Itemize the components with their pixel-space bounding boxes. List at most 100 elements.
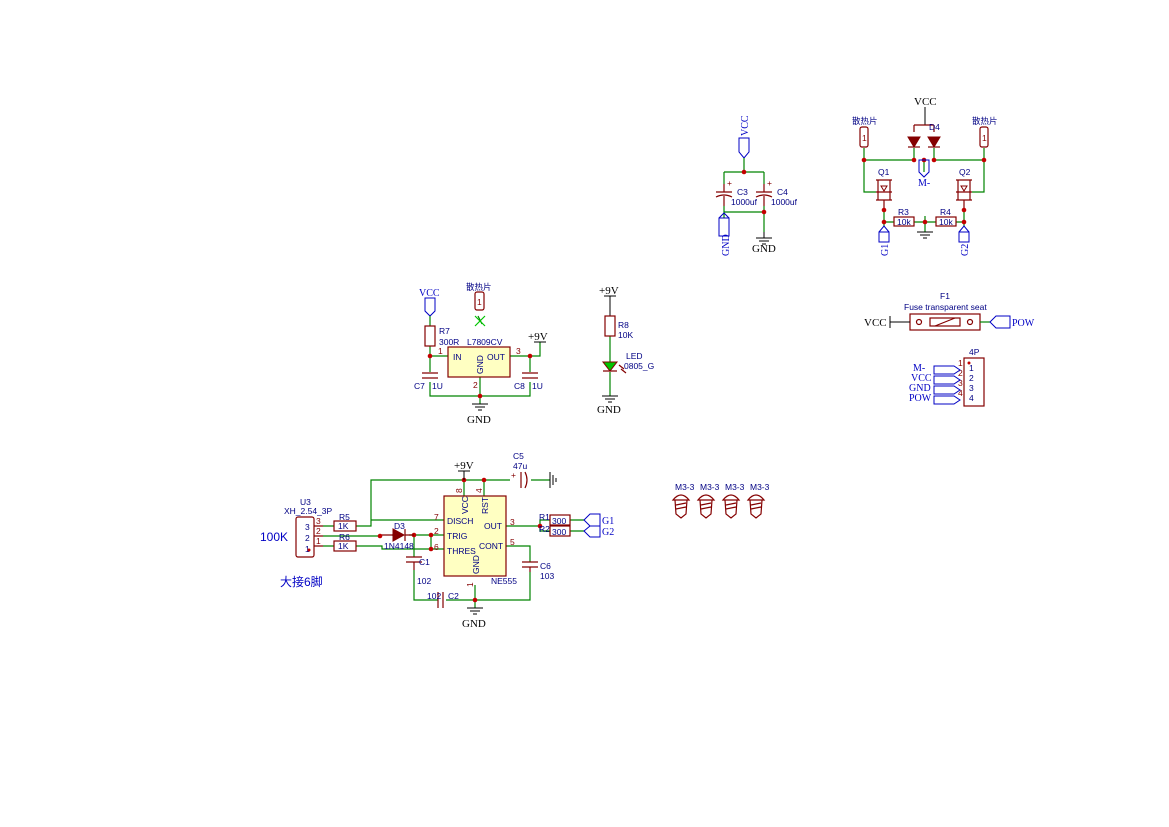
svg-text:OUT: OUT (484, 521, 502, 531)
svg-text:1U: 1U (432, 381, 443, 391)
svg-text:10k: 10k (939, 217, 953, 227)
screw-icon: M3-3 (746, 482, 770, 519)
svg-text:散热片: 散热片 (972, 116, 998, 126)
svg-text:M3-3: M3-3 (750, 482, 770, 492)
svg-text:R7: R7 (439, 326, 450, 336)
svg-text:GND: GND (475, 355, 485, 374)
svg-text:Q1: Q1 (878, 167, 890, 177)
svg-text:C7: C7 (414, 381, 425, 391)
r7-resistor: R7 300R (424, 325, 459, 347)
timer-block: +9V C5 47u + U3 XH_2.54_3P 3 2 1 3 2 1 1… (260, 451, 614, 630)
svg-text:1K: 1K (338, 521, 349, 531)
heatsink-left: 散热片 1 (852, 116, 878, 148)
svg-text:300: 300 (552, 516, 566, 526)
pot-label: 100K (260, 530, 288, 544)
gnd-power-text: GND (752, 243, 776, 255)
gnd-label-text: GND (721, 234, 732, 256)
svg-text:2: 2 (316, 526, 321, 536)
l7809-ic: L7809CV IN OUT GND 1 3 2 (438, 337, 521, 390)
vcc-label: VCC (419, 288, 440, 299)
u3-connector: U3 XH_2.54_3P 3 2 1 3 2 1 (284, 497, 333, 558)
screw-icon: M3-3 (696, 482, 720, 519)
svg-text:GND: GND (471, 555, 481, 574)
svg-text:2: 2 (958, 368, 963, 378)
svg-text:G1: G1 (602, 516, 614, 527)
c1-capacitor: C1 102 (406, 556, 431, 586)
svg-text:VCC: VCC (911, 373, 932, 384)
r2-resistor: R2 300 (539, 524, 571, 537)
fuse-block: F1 Fuse transparent seat VCC POW (864, 291, 1035, 331)
svg-text:2: 2 (969, 373, 974, 383)
svg-text:1U: 1U (532, 381, 543, 391)
svg-text:Q2: Q2 (959, 167, 971, 177)
svg-text:Fuse transparent seat: Fuse transparent seat (904, 302, 987, 312)
svg-text:F1: F1 (940, 291, 950, 301)
vcc-label-shape (738, 137, 750, 159)
r3-resistor: R3 10k (893, 207, 915, 227)
svg-text:2: 2 (473, 380, 478, 390)
svg-text:1: 1 (982, 133, 987, 143)
svg-text:+: + (767, 178, 772, 188)
led-block: +9V R8 10K LED 0805_G GND (597, 285, 654, 416)
svg-text:3: 3 (958, 378, 963, 388)
c8-capacitor: C8 1U (514, 372, 543, 391)
svg-text:+9V: +9V (599, 285, 619, 297)
svg-text:1: 1 (465, 582, 475, 587)
svg-text:3: 3 (305, 522, 310, 532)
r5-resistor: R5 1K (333, 512, 357, 532)
p9v-text: +9V (528, 331, 548, 343)
svg-text:5: 5 (510, 537, 515, 547)
svg-text:GND: GND (909, 383, 931, 394)
svg-text:+: + (727, 178, 732, 188)
svg-text:10k: 10k (897, 217, 911, 227)
svg-text:3: 3 (510, 517, 515, 527)
svg-text:C1: C1 (419, 557, 430, 567)
svg-text:THRES: THRES (447, 546, 476, 556)
svg-text:300R: 300R (439, 337, 459, 347)
svg-text:NE555: NE555 (491, 576, 517, 586)
svg-text:POW: POW (1012, 318, 1035, 329)
c7-capacitor: C7 1U (414, 372, 443, 391)
svg-text:R1: R1 (539, 512, 550, 522)
svg-text:10K: 10K (618, 330, 633, 340)
svg-text:C3: C3 (737, 187, 748, 197)
h-bridge: VCC D4 散热片 1 散热片 1 M- (852, 96, 998, 256)
heatsink-reg: 散热片 1 (466, 282, 492, 311)
svg-text:1: 1 (316, 536, 321, 546)
svg-text:2: 2 (434, 526, 439, 536)
r6-resistor: R6 1K (333, 532, 357, 552)
svg-text:DISCH: DISCH (447, 516, 473, 526)
screw-icon: M3-3 (721, 482, 745, 519)
svg-text:散热片: 散热片 (852, 116, 878, 126)
svg-text:VCC: VCC (460, 496, 470, 514)
q2-mosfet: Q2 (956, 167, 972, 210)
svg-text:1N4148: 1N4148 (384, 541, 414, 551)
led-diode: LED 0805_G (601, 351, 654, 374)
svg-text:C6: C6 (540, 561, 551, 571)
svg-text:1000uf: 1000uf (731, 197, 758, 207)
svg-text:U3: U3 (300, 497, 311, 507)
connector-4p: 4P 1 2 3 4 1 2 3 4 M- VCC GND POW (909, 347, 985, 407)
svg-text:4: 4 (474, 488, 484, 493)
c4-capacitor: + C4 1000uf (755, 178, 798, 207)
svg-text:1: 1 (862, 133, 867, 143)
svg-text:6: 6 (434, 542, 439, 552)
svg-text:R5: R5 (339, 512, 350, 522)
svg-text:LED: LED (626, 351, 643, 361)
svg-text:1K: 1K (338, 541, 349, 551)
c2-capacitor: 102 C2 (427, 591, 459, 608)
svg-text:47u: 47u (513, 461, 527, 471)
svg-text:D4: D4 (929, 122, 940, 132)
svg-text:2: 2 (305, 533, 310, 543)
r8-resistor: R8 10K (604, 315, 633, 340)
cap-bank: VCC + C3 1000uf + C4 1000uf GND GND (715, 115, 798, 256)
svg-text:0805_G: 0805_G (624, 361, 654, 371)
svg-text:M3-3: M3-3 (725, 482, 745, 492)
heatsink-right: 散热片 1 (972, 116, 998, 148)
q1-mosfet: Q1 (876, 167, 892, 210)
svg-text:G2: G2 (602, 527, 614, 538)
vcc-label-text: VCC (740, 115, 751, 136)
regulator-block: VCC R7 300R 散热片 1 L7809CV IN OUT GND 1 3… (414, 282, 548, 426)
c6-capacitor: C6 103 (522, 561, 554, 581)
r4-resistor: R4 10k (935, 207, 957, 227)
